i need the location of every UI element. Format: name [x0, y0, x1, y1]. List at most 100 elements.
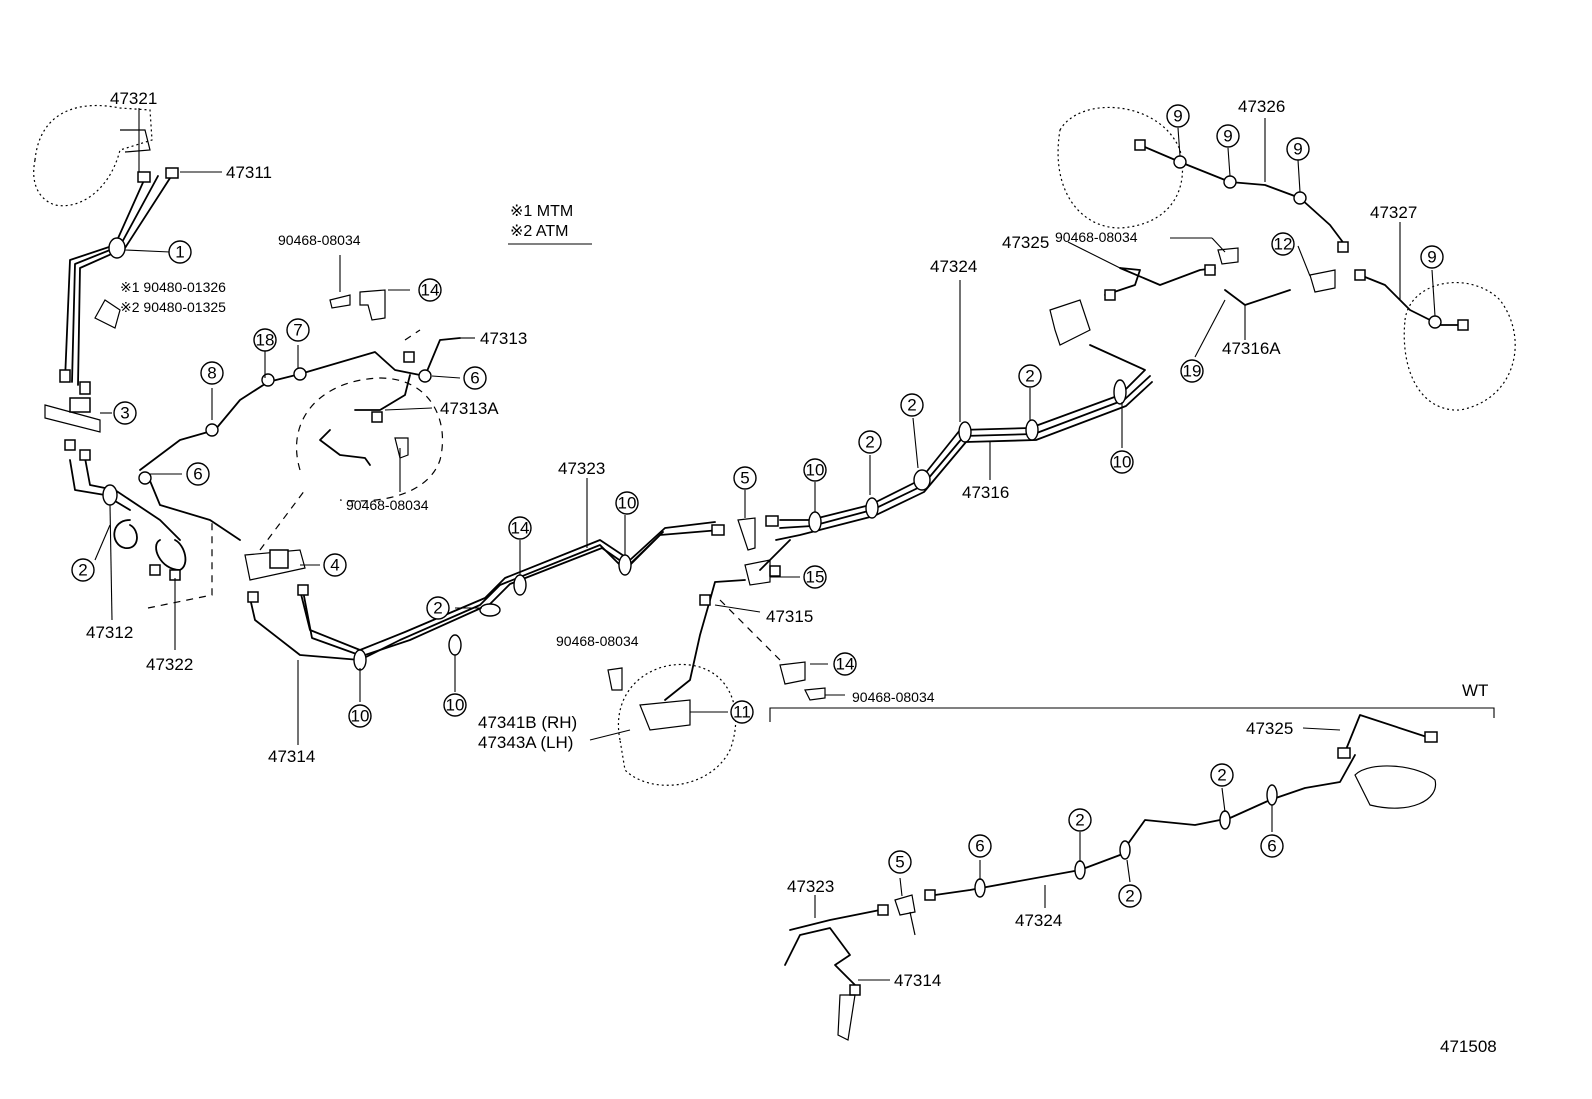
- svg-text:5: 5: [740, 469, 749, 488]
- svg-text:8: 8: [207, 364, 216, 383]
- label-47313: 47313: [480, 329, 527, 348]
- label-47321: 47321: [110, 89, 157, 108]
- svg-text:9: 9: [1293, 140, 1302, 159]
- svg-text:2: 2: [865, 433, 874, 452]
- label-47343a: 47343A (LH): [478, 733, 573, 752]
- callout-6-a: 6: [186, 462, 210, 486]
- legend-line-1: ※1 MTM: [510, 203, 573, 220]
- label-wt: WT: [1462, 681, 1488, 700]
- svg-text:10: 10: [351, 707, 370, 726]
- label-47327: 47327: [1370, 203, 1417, 222]
- svg-text:2: 2: [907, 396, 916, 415]
- callout-14-c: 14: [833, 652, 857, 676]
- callout-2-c: 2: [858, 430, 882, 454]
- label-clip-c: 90468-08034: [556, 633, 639, 649]
- svg-text:10: 10: [618, 494, 637, 513]
- label-47313a: 47313A: [440, 399, 499, 418]
- callout-6-wt-a: 6: [1260, 834, 1284, 858]
- label-clip-b: 90468-08034: [346, 497, 429, 513]
- svg-text:14: 14: [836, 655, 855, 674]
- callout-9-d: 9: [1420, 245, 1444, 269]
- callout-7: 7: [286, 318, 310, 342]
- label-47312: 47312: [86, 623, 133, 642]
- tube-47313A-detail: [319, 374, 411, 466]
- callout-10-a: 10: [348, 704, 372, 728]
- svg-text:2: 2: [78, 561, 87, 580]
- svg-text:18: 18: [256, 331, 275, 350]
- tube-47315-hose: [664, 579, 746, 701]
- svg-text:12: 12: [1274, 235, 1293, 254]
- callout-9-c: 9: [1286, 137, 1310, 161]
- label-clip-d: 90468-08034: [852, 689, 935, 705]
- svg-text:3: 3: [120, 404, 129, 423]
- label-clip-e: 90468-08034: [1055, 229, 1138, 245]
- brackets-and-clips: [44, 247, 1437, 1041]
- callout-10-b: 10: [443, 693, 467, 717]
- label-47314: 47314: [268, 747, 315, 766]
- legend-line-2: ※2 ATM: [510, 223, 568, 240]
- rear-left-wheel-outline: [1057, 106, 1184, 229]
- callout-2-wt-c: 2: [1118, 884, 1142, 908]
- svg-text:10: 10: [1113, 453, 1132, 472]
- label-47341b: 47341B (RH): [478, 713, 577, 732]
- callout-2-wt-b: 2: [1068, 808, 1092, 832]
- label-47315: 47315: [766, 607, 813, 626]
- svg-text:9: 9: [1427, 248, 1436, 267]
- callout-11: 11: [730, 700, 754, 724]
- label-note-mtm: ※1 90480-01326: [120, 279, 226, 295]
- callout-5-a: 5: [733, 466, 757, 490]
- svg-text:11: 11: [733, 703, 751, 722]
- callout-10-c: 10: [615, 491, 639, 515]
- label-wt-47323: 47323: [787, 877, 834, 896]
- tube-main-right-run: [759, 344, 1153, 571]
- fittings: [59, 139, 1469, 996]
- label-47316a: 47316A: [1222, 339, 1281, 358]
- svg-text:2: 2: [1125, 887, 1134, 906]
- callout-2-d: 2: [900, 393, 924, 417]
- tube-rear-47326: [1139, 144, 1346, 246]
- callout-14-a: 14: [418, 278, 442, 302]
- tube-47325: [1104, 267, 1216, 296]
- svg-text:2: 2: [433, 599, 442, 618]
- svg-text:14: 14: [421, 281, 440, 300]
- callout-2-wt-a: 2: [1210, 763, 1234, 787]
- svg-text:4: 4: [330, 556, 339, 575]
- callout-2-a: 2: [71, 558, 95, 582]
- callout-5-wt: 5: [888, 850, 912, 874]
- svg-text:15: 15: [806, 568, 825, 587]
- callout-18: 18: [253, 328, 277, 352]
- callout-3: 3: [113, 401, 137, 425]
- detail-circle-lower: [617, 663, 737, 786]
- callout-14-b: 14: [508, 516, 532, 540]
- callout-2-e: 2: [1018, 364, 1042, 388]
- tube-47321-47311: [64, 174, 173, 386]
- label-47324: 47324: [930, 257, 977, 276]
- svg-text:10: 10: [806, 461, 825, 480]
- svg-text:6: 6: [1267, 837, 1276, 856]
- label-47323: 47323: [558, 459, 605, 478]
- label-note-atm: ※2 90480-01325: [120, 299, 226, 315]
- detail-circle-upper: [295, 377, 444, 502]
- svg-text:5: 5: [895, 853, 904, 872]
- label-wt-47325: 47325: [1246, 719, 1293, 738]
- label-wt-47324: 47324: [1015, 911, 1062, 930]
- label-wt-47314: 47314: [894, 971, 941, 990]
- svg-text:6: 6: [193, 465, 202, 484]
- callout-6-b: 6: [463, 366, 487, 390]
- callout-6-wt-b: 6: [968, 834, 992, 858]
- callout-19: 19: [1180, 359, 1204, 383]
- svg-text:6: 6: [470, 369, 479, 388]
- callout-15: 15: [803, 565, 827, 589]
- svg-text:6: 6: [975, 837, 984, 856]
- tube-47316A: [1224, 289, 1291, 306]
- svg-text:10: 10: [446, 696, 465, 715]
- callout-2-b: 2: [426, 596, 450, 620]
- tube-wt-section: [784, 714, 1431, 986]
- rear-right-wheel-outline: [1403, 282, 1516, 411]
- label-47325: 47325: [1002, 233, 1049, 252]
- callout-9-a: 9: [1166, 104, 1190, 128]
- callout-10-d: 10: [803, 458, 827, 482]
- tube-rear-47327: [1359, 274, 1466, 326]
- svg-text:14: 14: [511, 519, 530, 538]
